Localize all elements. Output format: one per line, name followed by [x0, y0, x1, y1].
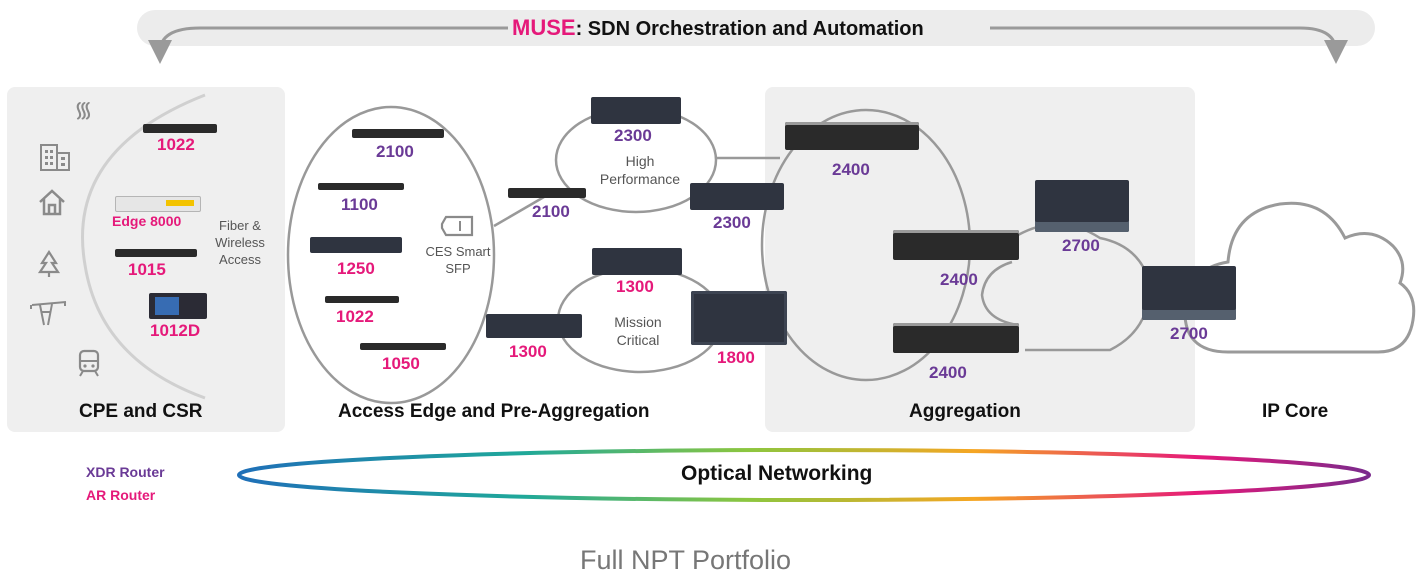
access-ring [286, 105, 496, 405]
device-2700-agg: 2700 [1062, 236, 1100, 255]
muse-arrow-left [148, 26, 508, 64]
device-2300-top: 2300 [614, 126, 652, 145]
device-edge8000: Edge 8000 [112, 213, 182, 229]
tree-icon [37, 250, 61, 277]
device-1022-cpe: 1022 [157, 135, 195, 154]
device-1012d: 1012D [150, 321, 201, 340]
device-2400-top-image [785, 122, 919, 150]
train-icon [78, 349, 100, 377]
device-1300-link-image [486, 314, 582, 338]
device-2700-agg-image [1035, 180, 1129, 232]
device-1022-ring-image [325, 296, 399, 303]
fiber-wireless-access-label: Fiber & Wireless Access [215, 218, 265, 267]
muse-banner [137, 10, 1375, 46]
section-cpe-and-csr: CPE and CSR [79, 401, 203, 422]
footer-title: Full NPT Portfolio [580, 545, 792, 575]
power-tower-icon [30, 301, 67, 326]
muse-subtitle: : SDN Orchestration and Automation [575, 18, 924, 40]
device-2400-bottom-image [893, 323, 1019, 353]
device-2400-mid: 2400 [940, 270, 978, 289]
device-1300-top: 1300 [616, 277, 654, 296]
cpe-access-arc [81, 93, 206, 400]
legend-ar-router: AR Router [86, 487, 156, 503]
device-1300-link: 1300 [509, 342, 547, 361]
high-performance-label: High Performance [599, 153, 681, 187]
device-1050: 1050 [382, 354, 420, 373]
device-1022-ring: 1022 [336, 307, 374, 326]
device-2400-top: 2400 [832, 160, 870, 179]
device-2100-ring: 2100 [376, 142, 414, 161]
device-1022-cpe-image [143, 124, 217, 133]
device-2100-ring-image [352, 129, 444, 138]
muse-arrow-right [990, 26, 1348, 64]
device-2100-link-image [508, 188, 586, 198]
smart-sfp-icon [440, 215, 474, 237]
cpe-panel [7, 87, 285, 432]
device-1050-image [360, 343, 446, 350]
section-aggregation: Aggregation [909, 401, 1021, 422]
antenna-icon: ᯾ [74, 98, 93, 123]
section-ip-core: IP Core [1262, 401, 1329, 422]
device-1100: 1100 [341, 195, 378, 214]
building-icon [40, 144, 70, 171]
home-icon [39, 189, 65, 216]
device-2700-core-image [1142, 266, 1236, 320]
device-2400-bottom: 2400 [929, 363, 967, 382]
device-2300-right: 2300 [713, 213, 751, 232]
device-1250-image [310, 237, 402, 253]
device-1250: 1250 [337, 259, 375, 278]
optical-networking-ring [237, 448, 1371, 502]
device-2400-mid-image [893, 230, 1019, 260]
device-1800: 1800 [717, 348, 755, 367]
device-2100-link: 2100 [532, 202, 570, 221]
device-1100-image [318, 183, 404, 190]
device-2300-right-image [690, 183, 784, 210]
muse-title: MUSE: SDN Orchestration and Automation [512, 15, 924, 41]
device-2700-core: 2700 [1170, 324, 1208, 343]
device-2300-top-image [591, 97, 681, 124]
device-1015: 1015 [128, 260, 166, 279]
legend-xdr-router: XDR Router [86, 464, 165, 480]
ces-smart-sfp-label: CES Smart SFP [425, 244, 491, 276]
mission-critical-label: Mission Critical [614, 314, 662, 348]
device-edge8000-image [115, 196, 201, 212]
device-1012d-image [149, 293, 207, 319]
device-1015-image [115, 249, 197, 257]
device-1300-top-image [592, 248, 682, 275]
optical-networking-label: Optical Networking [681, 462, 873, 485]
section-access-edge: Access Edge and Pre-Aggregation [338, 401, 650, 422]
device-1800-image [691, 291, 787, 345]
muse-brand: MUSE [512, 15, 576, 40]
